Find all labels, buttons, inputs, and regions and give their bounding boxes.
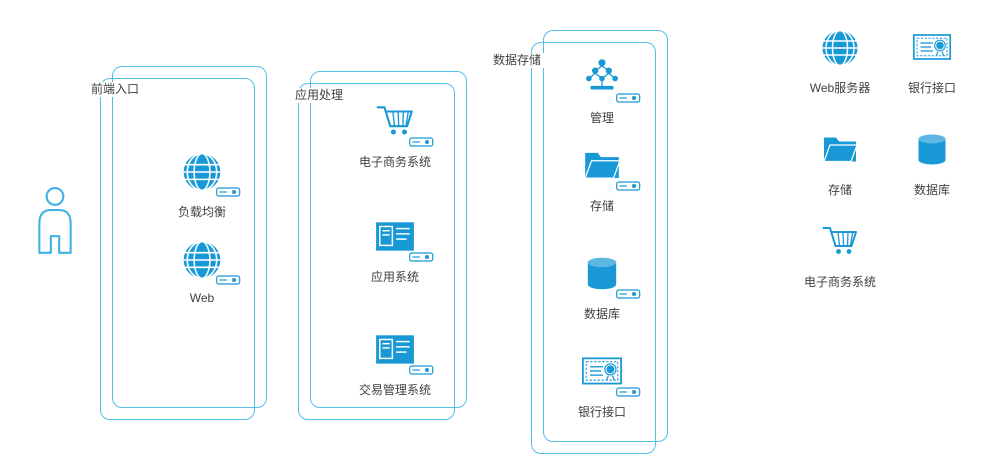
server-tag-icon: [616, 387, 641, 397]
folder-icon: [581, 144, 641, 191]
org-people-icon: [581, 56, 641, 103]
legend-label: 银行接口: [907, 81, 956, 95]
certificate-icon: [581, 350, 641, 397]
node-label: Web: [189, 291, 215, 305]
node-label: 电子商务系统: [358, 155, 431, 169]
node-storage: 存储: [542, 144, 662, 214]
folder-icon: [820, 128, 860, 172]
legend-bank-interface: 银行接口: [877, 26, 987, 96]
node-label: 数据库: [583, 307, 620, 321]
server-tag-icon: [616, 93, 641, 103]
node-ecommerce-system: 电子商务系统: [335, 100, 455, 170]
legend-ecommerce-system: 电子商务系统: [785, 220, 895, 290]
server-tag-icon: [616, 181, 641, 191]
node-label: 管理: [589, 111, 614, 125]
certificate-icon: [912, 26, 952, 70]
node-management: 管理: [542, 56, 662, 126]
node-application-system: 应用系统: [335, 215, 455, 285]
lane-storage-back-rect: [543, 30, 668, 442]
server-tag-icon: [409, 252, 434, 262]
server-tag-icon: [216, 187, 241, 197]
lane-application-back-rect: [310, 71, 467, 408]
user-person-icon: [38, 187, 72, 254]
lane-storage: [531, 30, 668, 454]
legend-label: 电子商务系统: [803, 275, 876, 289]
server-tag-icon: [409, 137, 434, 147]
node-label: 存储: [589, 199, 614, 213]
globe-icon: [181, 150, 241, 197]
lane-frontend-back-rect: [112, 66, 267, 408]
server-tag-icon: [409, 365, 434, 375]
lane-application-front-rect: [298, 83, 455, 420]
database-icon: [912, 128, 952, 172]
node-database: 数据库: [542, 252, 662, 322]
globe-icon: [181, 238, 241, 285]
lane-frontend-label: 前端入口: [88, 82, 143, 97]
node-label: 交易管理系统: [358, 383, 431, 397]
node-bank-interface: 银行接口: [542, 350, 662, 420]
node-label: 应用系统: [370, 270, 419, 284]
server-tag-icon: [616, 289, 641, 299]
lane-frontend: [100, 66, 267, 420]
legend-database: 数据库: [877, 128, 987, 198]
lane-frontend-front-rect: [100, 78, 255, 420]
legend-label: 存储: [827, 183, 852, 197]
app-window-icon: [374, 215, 434, 262]
node-load-balancer: 负载均衡: [142, 150, 262, 220]
node-label: 银行接口: [577, 405, 626, 419]
node-label: 负载均衡: [177, 205, 226, 219]
lane-application-label: 应用处理: [292, 88, 347, 103]
lane-application: [298, 71, 467, 420]
server-tag-icon: [216, 275, 241, 285]
legend-label: Web服务器: [809, 81, 871, 95]
app-window-icon: [374, 328, 434, 375]
lane-storage-front-rect: [531, 42, 656, 454]
legend-storage: 存储: [785, 128, 895, 198]
legend-web-server: Web服务器: [785, 26, 895, 96]
database-icon: [581, 252, 641, 299]
globe-icon: [820, 26, 860, 70]
lane-storage-label: 数据存储: [490, 53, 545, 68]
node-web: Web: [142, 238, 262, 305]
shopping-cart-icon: [820, 220, 860, 264]
node-transaction-management-system: 交易管理系统: [335, 328, 455, 398]
shopping-cart-icon: [374, 100, 434, 147]
legend-label: 数据库: [913, 183, 950, 197]
